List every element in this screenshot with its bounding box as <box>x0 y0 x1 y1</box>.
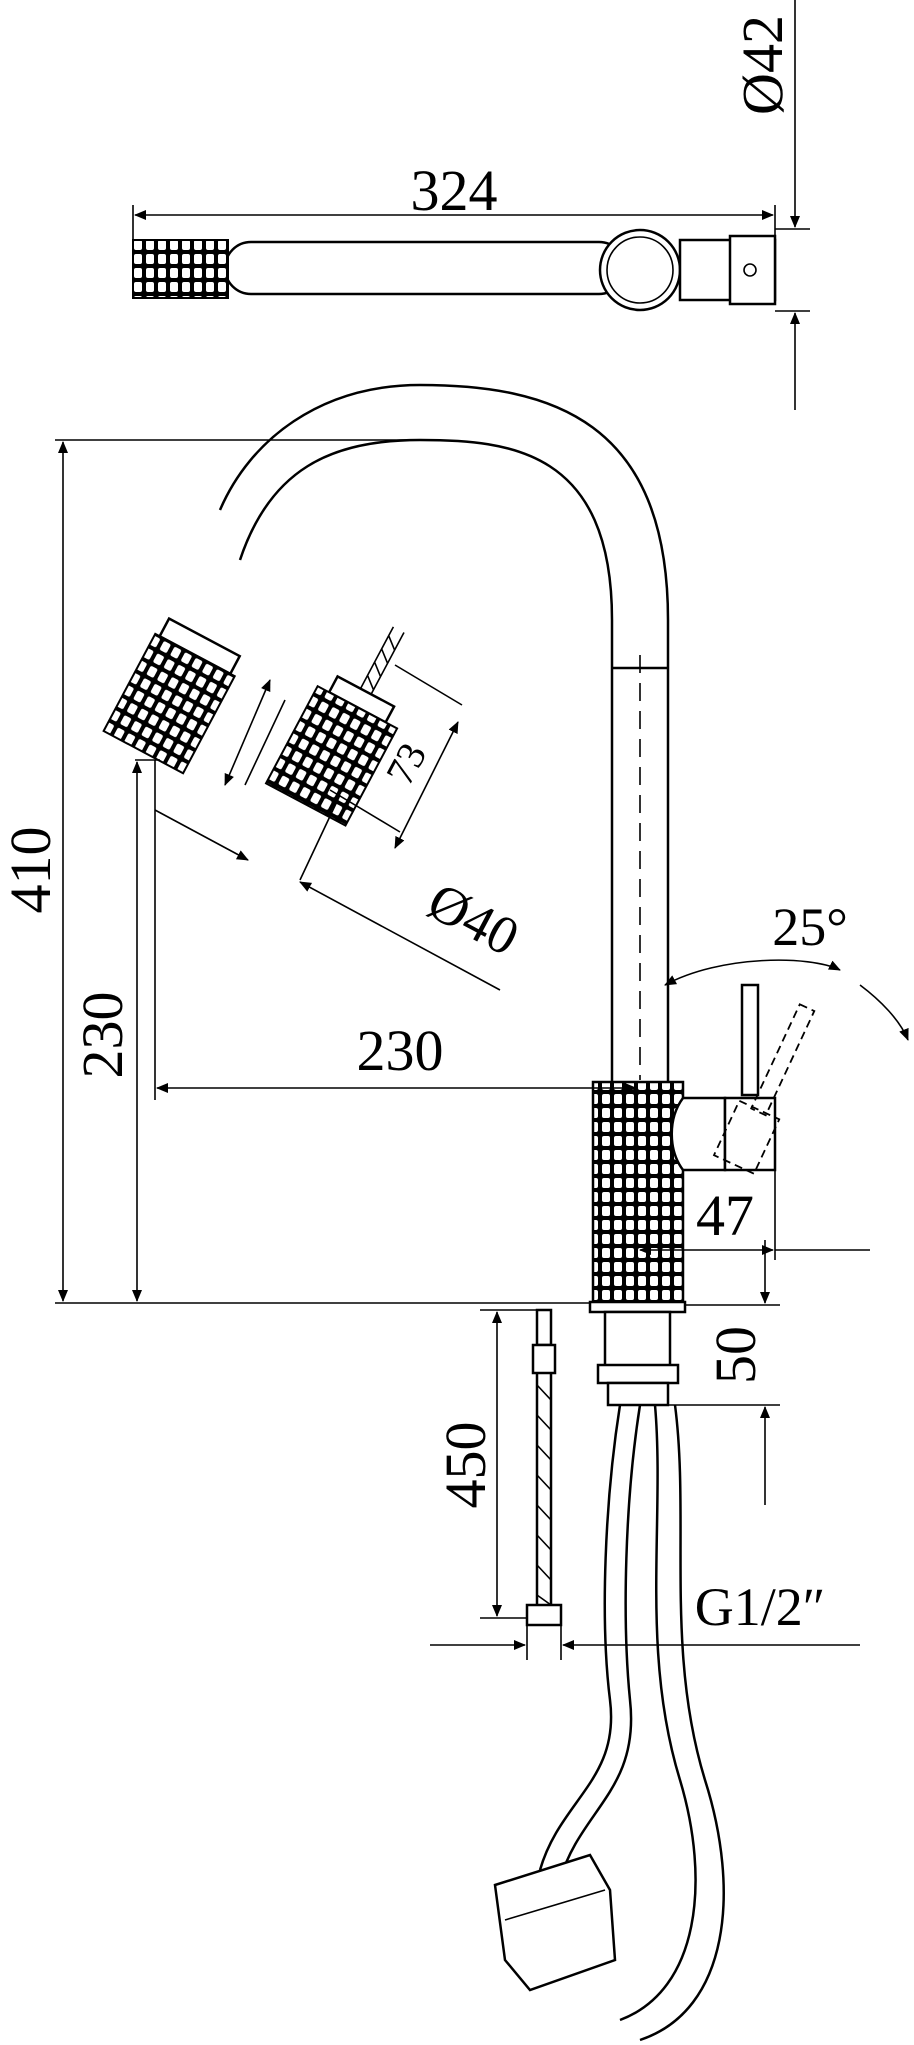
top-diameter-label: Ø42 <box>730 15 795 115</box>
top-view: 324 Ø42 <box>132 0 810 410</box>
angle-label: 25° <box>772 897 848 957</box>
handle-lever <box>740 983 760 1097</box>
faucet-body <box>591 1080 685 1304</box>
base-height-label: 50 <box>703 1326 768 1384</box>
spout-height-label: 230 <box>70 992 135 1079</box>
length-label: 324 <box>411 158 498 223</box>
supply-hose-nut-top <box>531 1343 557 1375</box>
base-thread <box>606 1381 670 1407</box>
pull-out-arrow <box>224 679 271 786</box>
spout-inner-curve <box>218 383 670 1082</box>
top-handle-cap <box>728 234 777 306</box>
detached-spray-head <box>264 626 405 827</box>
base-shank <box>603 1310 672 1374</box>
supply-hoses: 450 G1/2″ <box>430 1308 860 2042</box>
supply-hose-body <box>535 1373 553 1605</box>
handle-tilted <box>712 1003 816 1175</box>
supply-hose-nut-bottom <box>525 1603 563 1627</box>
hose-weight <box>493 1853 617 1992</box>
top-handle-pin <box>743 263 757 277</box>
spout-reach-label: 230 <box>357 1018 444 1083</box>
spout-outer-curve <box>238 438 614 665</box>
side-view: 73 Ø40 25° 47 <box>0 383 909 1505</box>
pullout-hose-left-outer <box>538 1404 622 1871</box>
hose-length-label: 450 <box>433 1422 498 1509</box>
pullout-hose-right <box>619 1404 697 2022</box>
head-diameter-label: Ø40 <box>418 871 528 968</box>
base-flange <box>588 1300 687 1314</box>
top-spout-arm <box>223 240 627 296</box>
base-nut <box>596 1363 680 1385</box>
handle-offset-label: 47 <box>696 1183 754 1248</box>
thread-label: G1/2″ <box>695 1577 826 1637</box>
head-length-dimension-line <box>394 721 459 849</box>
spout-spray-head <box>102 616 242 775</box>
top-swivel-joint <box>598 228 682 312</box>
angle-arc <box>664 959 841 986</box>
head-diameter-dimension-line <box>299 881 501 991</box>
handle-hub <box>670 1096 727 1172</box>
handle-base <box>723 1096 777 1172</box>
supply-hose-fitting-top <box>535 1308 553 1347</box>
total-height-label: 410 <box>0 827 63 914</box>
top-spray-head <box>132 239 229 299</box>
